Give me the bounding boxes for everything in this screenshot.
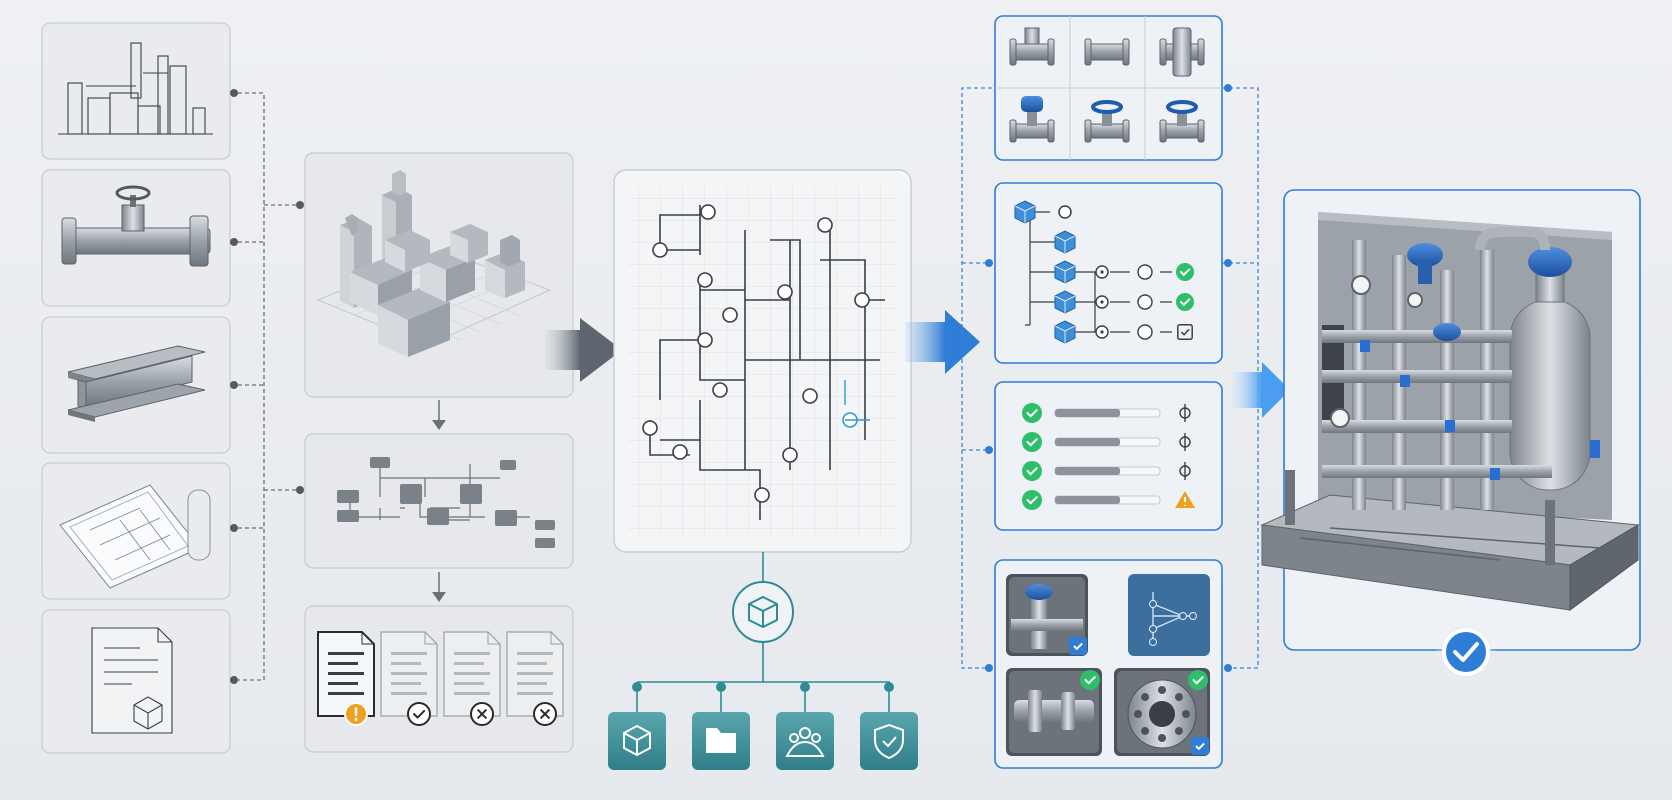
steel-i-beam-icon [67,345,206,422]
blueprint-thumbnail[interactable] [1128,574,1210,656]
platform-modules [608,682,918,770]
checklist-item[interactable] [1022,403,1191,423]
blue-valve-icon[interactable] [1009,96,1055,143]
component-library-panel[interactable] [994,15,1223,161]
progress-fill [1055,467,1121,475]
approved-badge-icon [1442,628,1490,676]
rejected-badge-icon [470,702,494,726]
ok-badge-icon [1022,432,1042,452]
input-document-panel[interactable] [41,609,238,754]
checklist-item[interactable] [1022,432,1191,452]
child-node-icon[interactable] [1054,230,1076,254]
pipe-coupling-icon[interactable] [1159,27,1205,77]
child-node-icon[interactable] [1054,260,1076,284]
blue-valve-icon[interactable] [1084,100,1130,143]
shield-check-icon[interactable] [860,712,918,770]
hierarchy-tree [1014,200,1194,344]
input-beam-panel[interactable] [41,316,238,454]
pipe-fitting-photo[interactable] [1006,668,1102,756]
document-card[interactable] [317,631,375,726]
root-node-icon[interactable] [1014,200,1036,224]
skid-assembly-icon [1260,212,1640,611]
document-card[interactable] [443,631,501,726]
folder-icon[interactable] [692,712,750,770]
pipe-reducer-icon[interactable] [1084,38,1130,66]
checklist-item[interactable] [1022,490,1195,510]
input-pipe-panel[interactable] [41,169,238,307]
blue-globe-valve-icon[interactable] [1159,100,1205,143]
hierarchy-row [1095,324,1193,340]
warning-badge-icon [344,702,368,726]
arrow-to-outputs [905,310,980,374]
check-badge-icon [1176,293,1194,311]
checklist-panel[interactable] [994,381,1223,531]
document-card[interactable] [380,631,438,726]
checklist-rows [1022,403,1195,510]
processing-column [304,152,574,753]
pid-schematic-icon [642,204,885,520]
hierarchy-row [1095,263,1194,281]
hierarchy-row [1095,293,1194,311]
ok-badge-icon [1022,461,1042,481]
flange-photo[interactable] [1114,668,1210,756]
hierarchy-panel[interactable] [994,182,1223,364]
document-status-row [317,631,564,726]
valve-symbol-icon [1179,462,1191,480]
arrow-to-schematic [545,318,622,382]
outputs-column [961,15,1259,769]
document-review-panel[interactable] [304,605,574,753]
progress-fill [1055,409,1121,417]
document-card[interactable] [506,631,564,726]
green-badge-icon [1080,670,1100,690]
warning-icon [1175,491,1195,508]
cube-hub-icon[interactable] [732,581,794,643]
pipe-tee-icon[interactable] [1009,27,1055,66]
input-blueprint-panel[interactable] [41,462,238,600]
blue-badge-icon [1069,637,1087,655]
approved-badge-icon [407,702,431,726]
spec-document-icon [91,627,173,734]
component-grid [1009,27,1205,143]
pending-badge-icon [1177,324,1193,340]
blueprint-drawings-icon [59,484,211,589]
ok-badge-icon [1022,403,1042,423]
team-icon[interactable] [776,712,834,770]
ok-badge-icon [1022,490,1042,510]
final-assembly-panel[interactable] [1260,189,1641,676]
valve-symbol-icon [1179,404,1191,422]
checklist-item[interactable] [1022,461,1191,481]
progress-fill [1055,438,1121,446]
review-gallery-panel[interactable] [994,559,1223,769]
schematic-panel[interactable] [613,169,912,553]
3d-block-model-icon [316,170,552,357]
gallery-grid [1006,574,1210,756]
progress-fill [1055,496,1121,504]
input-plant-panel[interactable] [41,22,238,160]
child-node-icon[interactable] [1054,320,1076,344]
platform-hub [608,552,918,770]
input-panels [41,22,304,754]
rejected-badge-icon [533,702,557,726]
check-badge-icon [1176,263,1194,281]
green-badge-icon [1188,670,1208,690]
industrial-plant-icon [58,42,213,135]
process-flow-icon [337,457,555,548]
valve-assembly-photo[interactable] [1006,574,1088,656]
child-node-icon[interactable] [1054,290,1076,314]
arrow-to-final [1232,362,1290,418]
blue-badge-icon [1191,737,1209,755]
process-flow-panel[interactable] [304,433,574,569]
3d-model-panel[interactable] [304,152,574,398]
pipe-valve-icon [61,185,211,267]
valve-symbol-icon [1179,433,1191,451]
cube-icon[interactable] [608,712,666,770]
